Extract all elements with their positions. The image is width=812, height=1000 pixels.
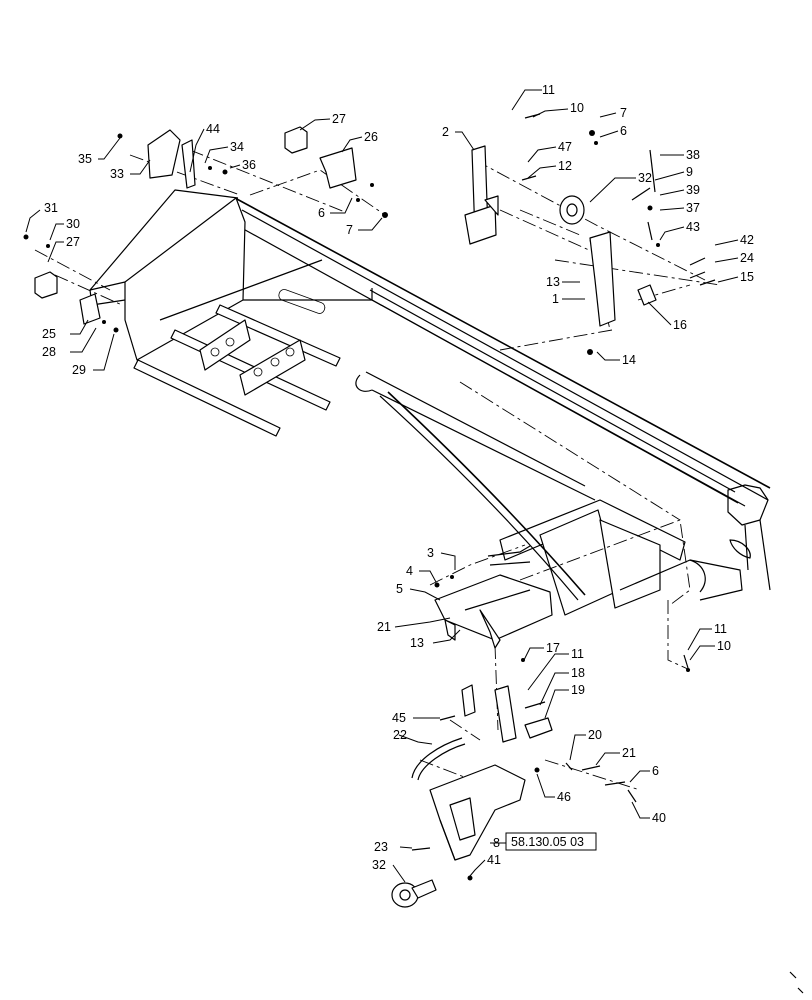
cable (387, 391, 586, 596)
main-frame-beam (89, 189, 771, 616)
callout-22: 22 (393, 728, 407, 742)
callout-8: 8 (493, 836, 500, 850)
callout-11b: 11 (714, 622, 727, 636)
callout-13b: 13 (410, 636, 424, 650)
callout-28: 28 (42, 345, 56, 359)
reference-box[interactable]: 58.130.05 03 (505, 832, 597, 851)
callout-7: 7 (620, 106, 627, 120)
callout-29: 29 (72, 363, 86, 377)
callout-3: 3 (427, 546, 434, 560)
callout-16: 16 (673, 318, 687, 332)
callout-4: 4 (406, 564, 413, 578)
callout-1: 1 (552, 292, 559, 306)
callout-12: 12 (558, 159, 572, 173)
callout-14: 14 (622, 353, 636, 367)
callout-11: 11 (542, 83, 555, 97)
callout-32b: 32 (372, 858, 386, 872)
callout-24: 24 (740, 251, 754, 265)
callout-21: 21 (377, 620, 391, 634)
lower-assembly-parts (391, 574, 690, 908)
callout-7b: 7 (346, 223, 353, 237)
callout-45: 45 (392, 711, 406, 725)
callout-5: 5 (396, 582, 403, 596)
callout-9: 9 (686, 165, 693, 179)
callout-17: 17 (546, 641, 560, 655)
callout-10: 10 (570, 101, 584, 115)
callout-33: 33 (110, 167, 124, 181)
callout-18: 18 (571, 666, 585, 680)
upper-bracket-parts (464, 113, 716, 355)
corner-mark (789, 971, 804, 994)
callout-38: 38 (686, 148, 700, 162)
callout-15: 15 (740, 270, 754, 284)
callout-43: 43 (686, 220, 700, 234)
callout-6: 6 (620, 124, 627, 138)
callout-10b: 10 (717, 639, 731, 653)
callout-26: 26 (364, 130, 378, 144)
callout-44: 44 (206, 122, 220, 136)
callout-40: 40 (652, 811, 666, 825)
callout-42: 42 (740, 233, 754, 247)
callout-31: 31 (44, 201, 58, 215)
callout-46: 46 (557, 790, 571, 804)
callout-27: 27 (332, 112, 346, 126)
callout-37: 37 (686, 201, 700, 215)
callout-39: 39 (686, 183, 700, 197)
callout-6c: 6 (652, 764, 659, 778)
callout-32: 32 (638, 171, 652, 185)
callout-21b: 21 (622, 746, 636, 760)
callout-6b: 6 (318, 206, 325, 220)
callout-19: 19 (571, 683, 585, 697)
callout-11c: 11 (571, 647, 584, 661)
callout-2: 2 (442, 125, 449, 139)
leader-lines (25, 89, 739, 883)
callout-30: 30 (66, 217, 80, 231)
callout-47: 47 (558, 140, 572, 154)
callout-20: 20 (588, 728, 602, 742)
left-bracket-parts (23, 126, 388, 333)
callout-41: 41 (487, 853, 501, 867)
reference-label[interactable]: 58.130.05 03 (511, 835, 584, 849)
callout-36: 36 (242, 158, 256, 172)
callout-13: 13 (546, 275, 560, 289)
callout-numbers: 11 10 2 7 6 47 12 38 32 9 39 37 43 42 24… (42, 83, 754, 872)
callout-27b: 27 (66, 235, 80, 249)
callout-35: 35 (78, 152, 92, 166)
callout-25: 25 (42, 327, 56, 341)
callout-34: 34 (230, 140, 244, 154)
assembly-center-lines (34, 149, 721, 791)
callout-23: 23 (374, 840, 388, 854)
